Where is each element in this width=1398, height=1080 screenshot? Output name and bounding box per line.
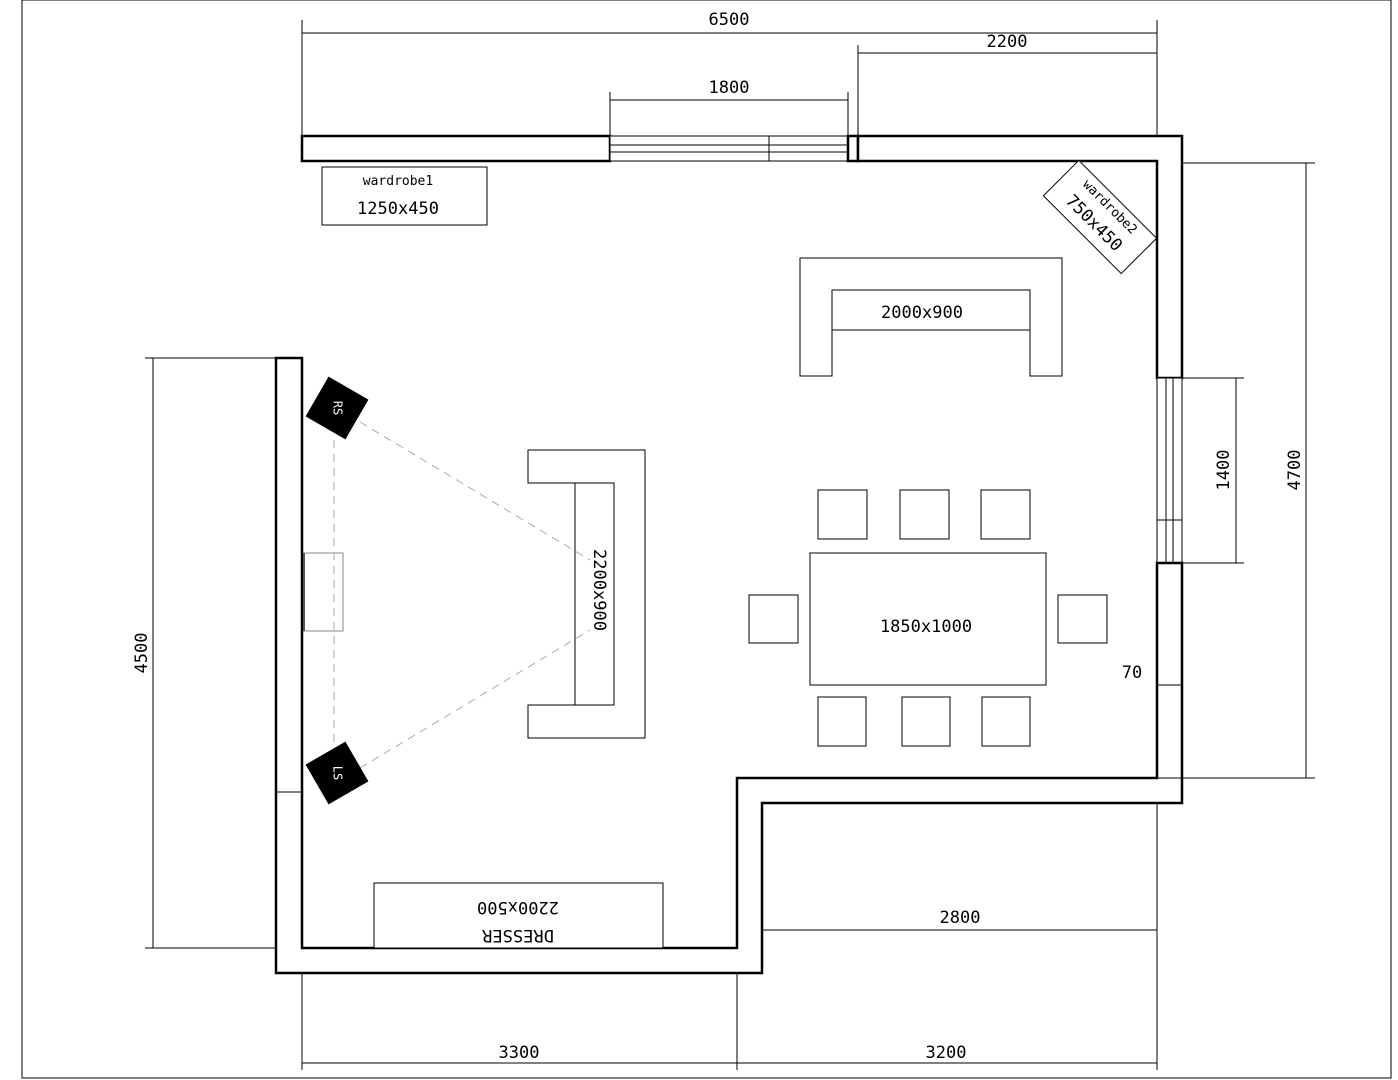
- svg-text:wardrobe1: wardrobe1: [363, 174, 433, 189]
- speaker-right: RS: [305, 376, 369, 440]
- chair: [1057, 594, 1108, 644]
- dim-label-total-width: 6500: [709, 10, 750, 30]
- chair: [901, 696, 951, 747]
- svg-text:2000x900: 2000x900: [881, 303, 963, 323]
- speaker-left: LS: [305, 741, 369, 805]
- svg-text:1250x450: 1250x450: [357, 199, 439, 219]
- sofa-left: 2200x900: [527, 449, 646, 739]
- dining-chairs: [748, 489, 1108, 747]
- sofa-top: 2000x900: [799, 257, 1063, 377]
- svg-text:2200x500: 2200x500: [477, 897, 559, 917]
- dresser: 2200x500 DRESSER: [373, 882, 664, 949]
- dim-label-left-height: 4500: [132, 633, 152, 674]
- top-wall-left: [300, 134, 612, 163]
- dimension-lines: 6500 2200 1800 4700 1400 4500 2800 3300 …: [132, 10, 1315, 1070]
- dim-label-right-window: 1400: [1214, 450, 1234, 491]
- wardrobe2: wardrobe2 750x450: [1042, 159, 1158, 275]
- svg-text:DRESSER: DRESSER: [481, 925, 553, 945]
- chair: [817, 696, 867, 747]
- window-pillar: [846, 134, 860, 163]
- dim-label-right-height: 4700: [1285, 450, 1305, 491]
- svg-text:LS: LS: [331, 766, 345, 780]
- svg-text:1850x1000: 1850x1000: [880, 617, 972, 637]
- frame-border: [21, 0, 1392, 1079]
- top-window: [609, 135, 849, 162]
- chair: [817, 489, 868, 540]
- tv-unit: [303, 552, 344, 632]
- dining-table: 1850x1000: [809, 552, 1047, 686]
- dim-label-bottom-right: 3200: [926, 1043, 967, 1063]
- right-window: [1156, 377, 1183, 564]
- chair: [899, 489, 950, 540]
- chair: [981, 696, 1031, 747]
- dim-label-top-right: 2200: [987, 32, 1028, 52]
- speaker-sightlines: [333, 421, 591, 769]
- chair: [980, 489, 1031, 540]
- dim-label-bottom-left: 3300: [499, 1043, 540, 1063]
- chair: [748, 594, 799, 644]
- wardrobe1: wardrobe1 1250x450: [321, 166, 488, 226]
- dim-label-lower-right: 2800: [940, 908, 981, 928]
- dim-label-offset: 70: [1122, 663, 1142, 683]
- svg-text:RS: RS: [331, 401, 345, 415]
- svg-text:2200x900: 2200x900: [589, 549, 609, 631]
- dim-label-top-window: 1800: [709, 78, 750, 98]
